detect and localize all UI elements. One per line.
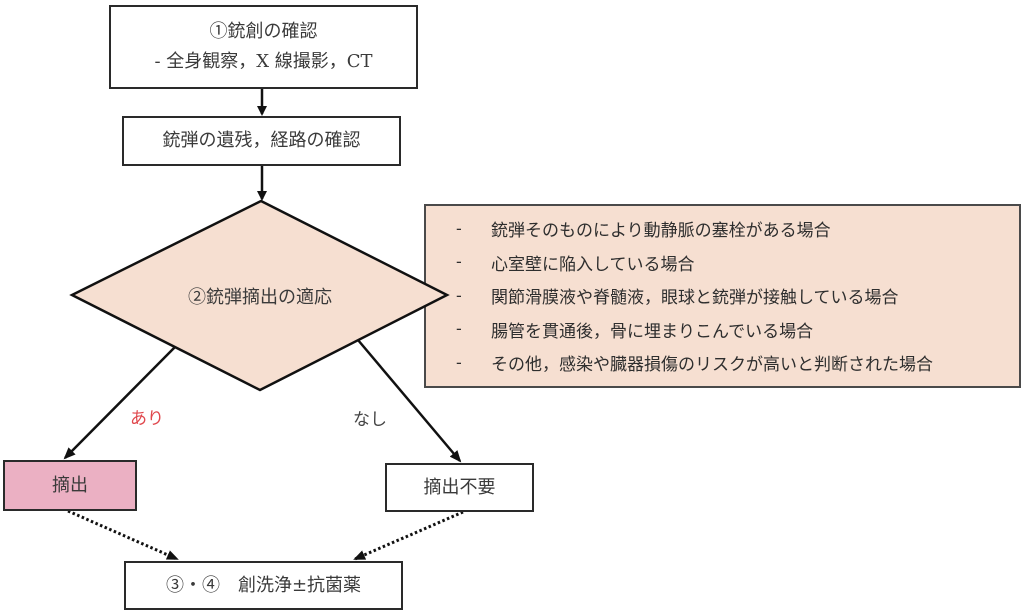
bullet-dash: - <box>456 319 462 340</box>
step-wound-check-box: ①銃創の確認 - 全身観察，X 線撮影，CT <box>109 5 418 89</box>
step-bullet-check-box: 銃弾の遺残，経路の確認 <box>122 116 401 166</box>
step-no-extract-box: 摘出不要 <box>385 463 534 512</box>
decision-diamond <box>69 199 450 392</box>
branch-no-label: なし <box>353 410 387 430</box>
wound-check-title: ①銃創の確認 <box>209 21 318 42</box>
indication-item: - その他，感染や臓器損傷のリスクが高いと判断された場合 <box>456 346 1019 380</box>
step-final-box: ③・④ 創洗浄±抗菌薬 <box>124 561 403 610</box>
indication-item: - 腸管を貫通後，骨に埋まりこんでいる場合 <box>456 313 1019 347</box>
dotted-arrow-extract-to-final <box>67 509 179 561</box>
final-label: ③・④ 創洗浄±抗菌薬 <box>165 574 362 596</box>
no-extract-label: 摘出不要 <box>423 476 496 498</box>
bullet-dash: - <box>456 285 462 306</box>
arrow-no-branch <box>357 339 462 463</box>
bullet-dash: - <box>456 252 462 273</box>
indication-text: 腸管を貫通後，骨に埋まりこんでいる場合 <box>491 321 814 342</box>
arrow-yes-branch <box>63 346 176 460</box>
extract-label: 摘出 <box>52 474 88 496</box>
indication-criteria-box: - 銃弾そのものにより動静脈の塞栓がある場合 - 心室壁に陥入している場合 - … <box>424 204 1021 388</box>
indication-item: - 心室壁に陥入している場合 <box>456 246 1019 280</box>
indication-text: 関節滑膜液や脊髄液，眼球と銃弾が接触している場合 <box>491 288 899 309</box>
wound-check-detail: - 全身観察，X 線撮影，CT <box>154 51 373 72</box>
indication-text: 心室壁に陥入している場合 <box>491 254 695 275</box>
bullet-dash: - <box>456 218 462 239</box>
indication-item: - 関節滑膜液や脊髄液，眼球と銃弾が接触している場合 <box>456 279 1019 313</box>
decision-label: ②銃弾摘出の適応 <box>188 287 332 308</box>
dotted-arrow-noextract-to-final <box>353 510 464 561</box>
indication-item: - 銃弾そのものにより動静脈の塞栓がある場合 <box>456 212 1019 246</box>
indication-text: その他，感染や臓器損傷のリスクが高いと判断された場合 <box>491 355 933 376</box>
bullet-check-label: 銃弾の遺残，経路の確認 <box>162 130 361 151</box>
step-extract-box: 摘出 <box>3 460 137 511</box>
bullet-dash: - <box>456 352 462 373</box>
branch-yes-label: あり <box>130 409 164 429</box>
indication-text: 銃弾そのものにより動静脈の塞栓がある場合 <box>491 221 831 242</box>
